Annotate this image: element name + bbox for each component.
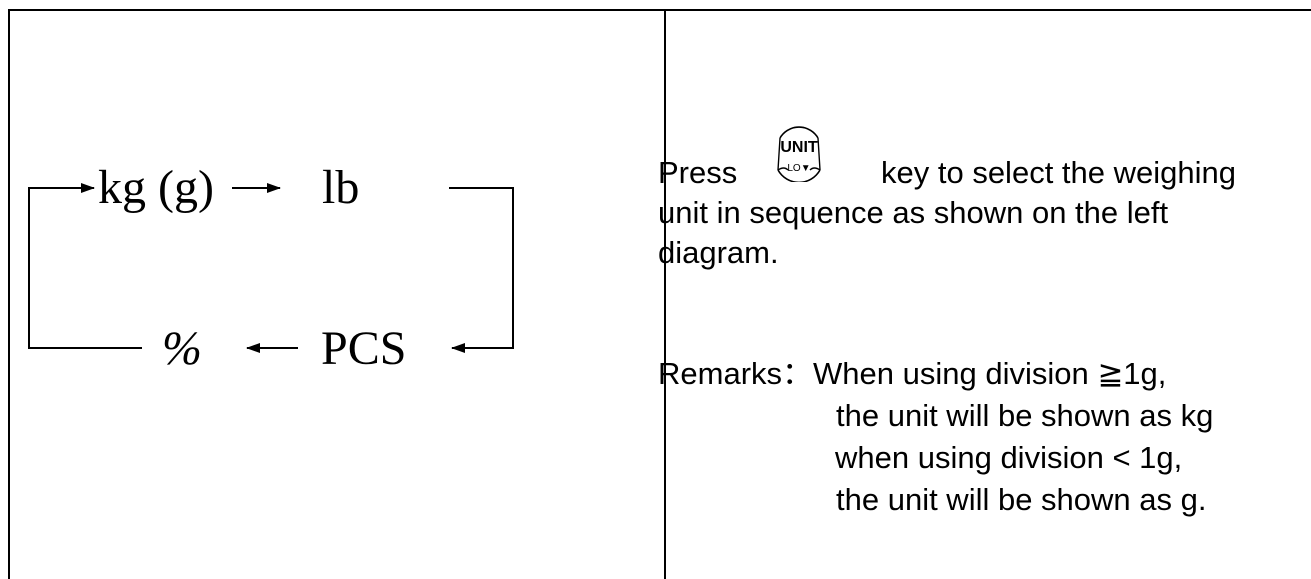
unit-pcs-label: PCS bbox=[321, 322, 406, 375]
remarks-line-3: when using division < 1g, bbox=[835, 440, 1183, 475]
unit-kg-label: kg (g) bbox=[98, 161, 214, 214]
instruction-line-3: diagram. bbox=[658, 235, 779, 270]
table-border-left bbox=[8, 9, 10, 579]
unit-cycle-diagram: kg (g) lb PCS % bbox=[10, 11, 664, 579]
instructions-panel: Press UNIT LO▼ key to select the weighin… bbox=[658, 11, 1311, 579]
press-text: Press bbox=[658, 155, 738, 190]
unit-cycle-svg: kg (g) lb PCS % bbox=[28, 161, 514, 375]
unit-key-bottom-label: LO▼ bbox=[787, 163, 810, 174]
instruction-line-2: unit in sequence as shown on the left bbox=[658, 195, 1169, 230]
table-border-top bbox=[8, 9, 1311, 11]
unit-key-top-label: UNIT bbox=[780, 139, 818, 156]
arrow-percent-return bbox=[28, 252, 142, 349]
unit-lb-label: lb bbox=[322, 161, 359, 214]
unit-percent-label: % bbox=[162, 322, 202, 375]
table-column-divider bbox=[664, 9, 666, 579]
remarks-line-1: Remarks：When using division ≧1g, bbox=[658, 356, 1167, 391]
instruction-line-1: key to select the weighing bbox=[881, 155, 1236, 190]
remarks-line-2: the unit will be shown as kg bbox=[836, 398, 1214, 433]
unit-key-icon: UNIT LO▼ bbox=[774, 114, 824, 182]
arrow-percent-to-kg bbox=[28, 183, 95, 252]
arrow-lb-to-pcs bbox=[449, 187, 514, 353]
remarks-line-4: the unit will be shown as g. bbox=[836, 482, 1207, 517]
